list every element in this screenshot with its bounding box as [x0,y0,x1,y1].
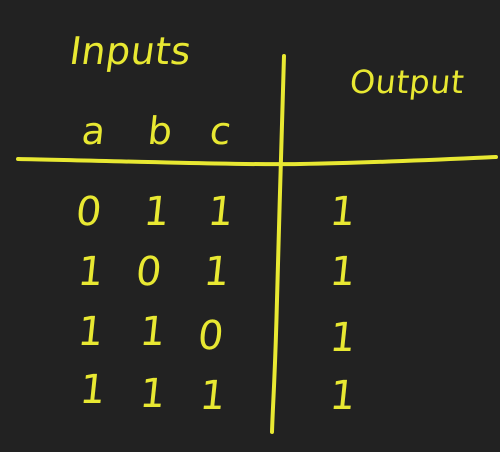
header-divider-line [16,155,498,167]
column-label-a: a [79,109,108,153]
row-4-output: 1 [327,373,358,419]
row-3-output: 1 [327,315,358,361]
row-3-b: 1 [137,309,168,355]
row-4-c: 1 [197,373,228,419]
column-divider-line [270,54,286,434]
row-4-a: 1 [77,367,108,413]
row-2-b: 0 [133,249,164,295]
output-heading: Output [348,63,467,101]
row-2-output: 1 [327,249,358,295]
row-1-c: 1 [205,189,236,235]
row-4-b: 1 [137,371,168,417]
row-2-c: 1 [201,249,232,295]
column-label-c: c [207,109,234,153]
inputs-heading: Inputs [66,29,195,73]
row-3-a: 1 [75,309,106,355]
row-3-c: 0 [195,313,226,359]
row-1-a: 0 [73,189,104,235]
row-1-output: 1 [327,189,358,235]
row-1-b: 1 [141,189,172,235]
column-label-b: b [145,109,175,153]
row-2-a: 1 [75,249,106,295]
